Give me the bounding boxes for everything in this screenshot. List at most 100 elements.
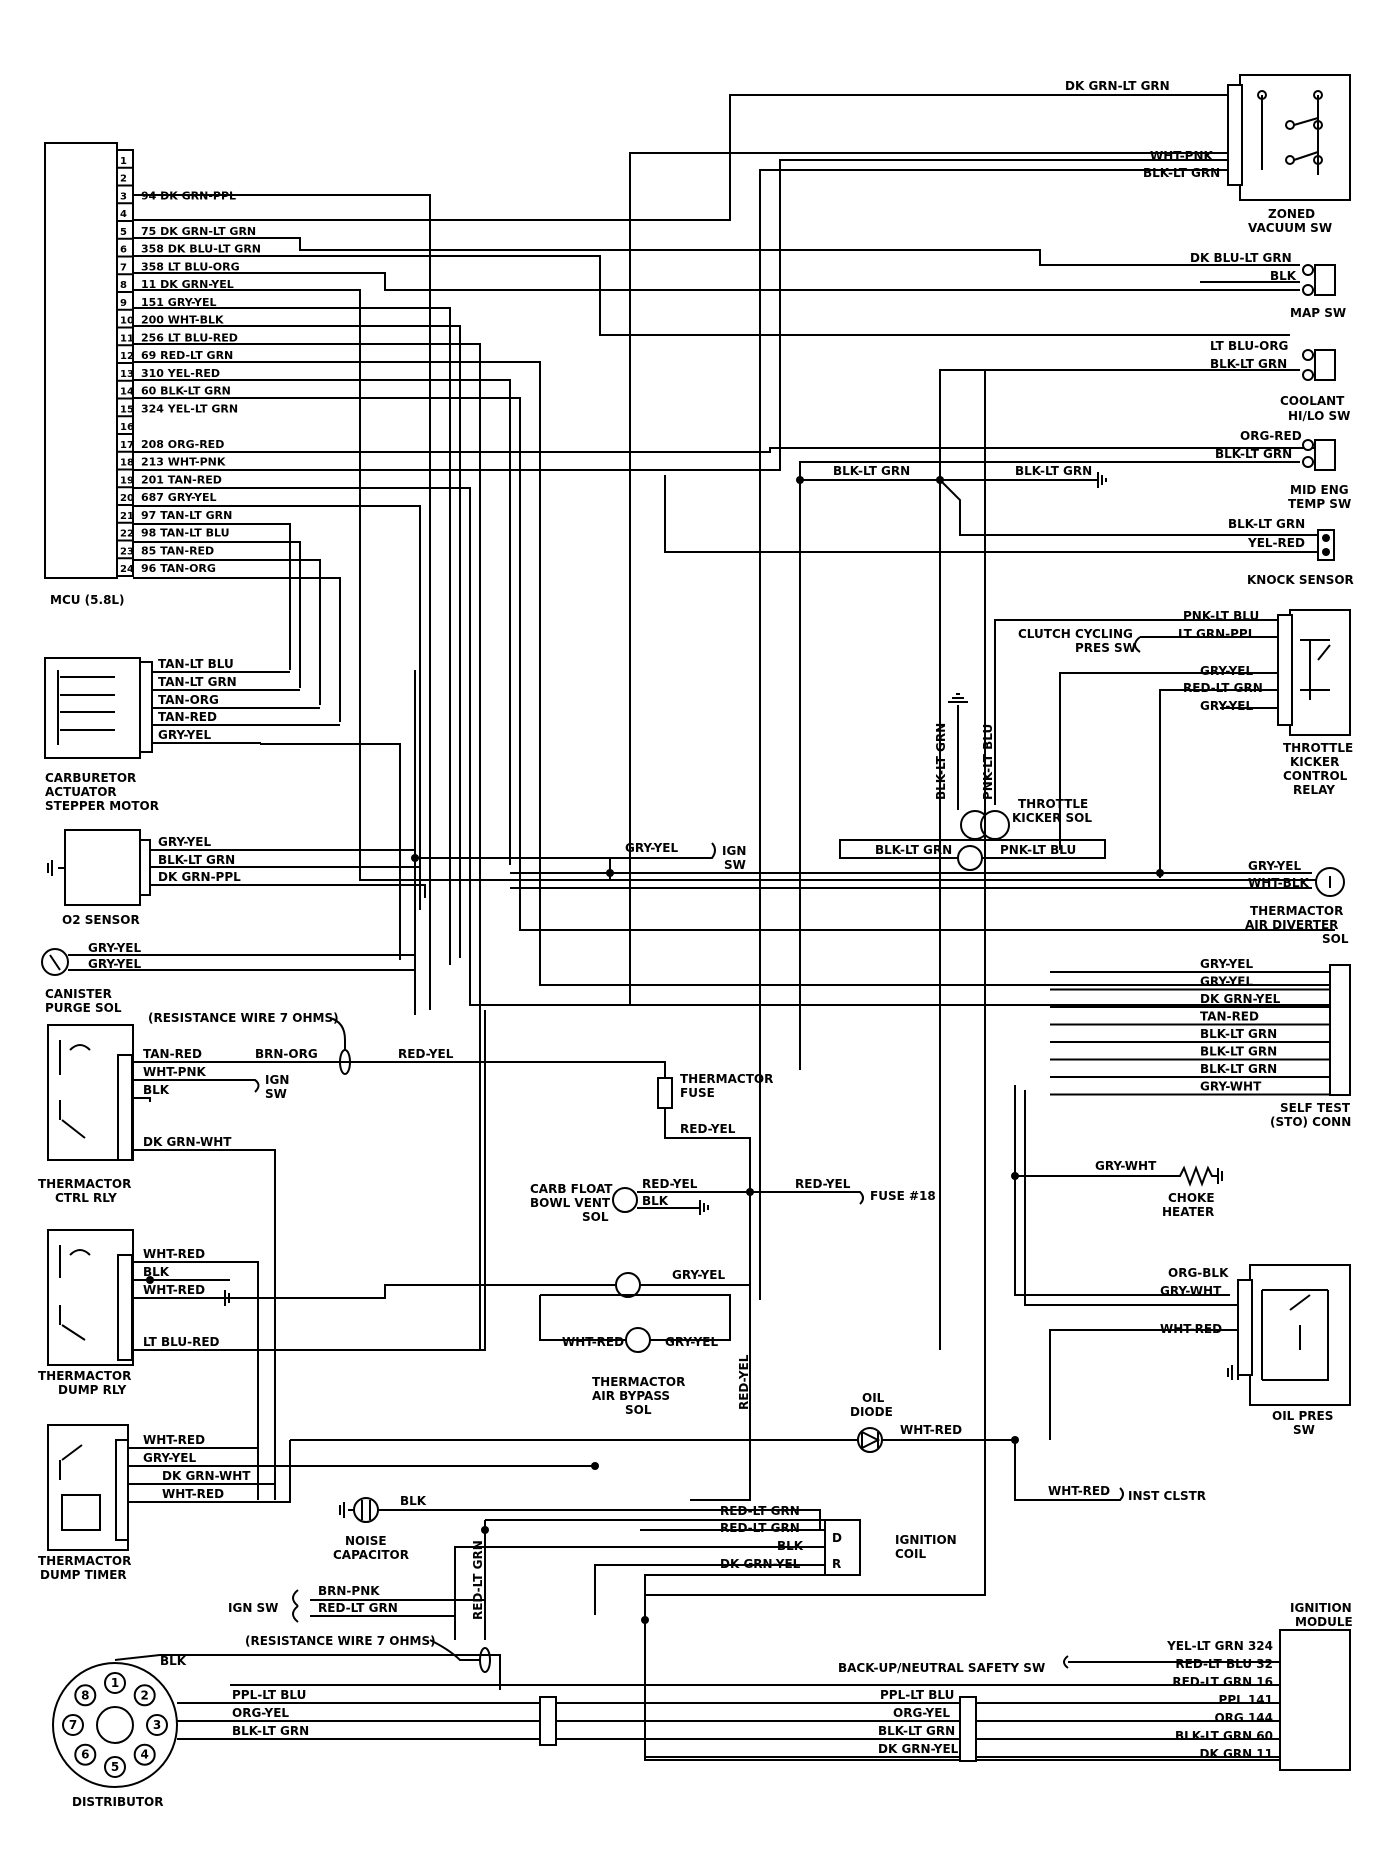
svg-text:HEATER: HEATER bbox=[1162, 1205, 1214, 1219]
svg-text:O2 SENSOR: O2 SENSOR bbox=[62, 913, 140, 927]
svg-text:IGNITION: IGNITION bbox=[1290, 1601, 1352, 1615]
svg-text:INST CLSTR: INST CLSTR bbox=[1128, 1489, 1206, 1503]
svg-text:GRY-YEL: GRY-YEL bbox=[1200, 699, 1253, 713]
svg-text:(STO) CONN: (STO) CONN bbox=[1270, 1115, 1351, 1129]
svg-text:VACUUM SW: VACUUM SW bbox=[1248, 221, 1332, 235]
mcu-wire-label: 256 LT BLU-RED bbox=[141, 331, 238, 344]
mcu-pin-number: 15 bbox=[120, 404, 134, 415]
svg-text:THERMACTOR: THERMACTOR bbox=[38, 1369, 131, 1383]
mcu-pin-number: 14 bbox=[120, 387, 134, 398]
resistance-lead-bottom bbox=[429, 1639, 485, 1661]
self-test-wire-label: DK GRN-YEL bbox=[1200, 992, 1281, 1006]
mcu-pin-number: 5 bbox=[120, 227, 127, 238]
mcu-wire-label: 687 GRY-YEL bbox=[141, 491, 216, 504]
svg-text:D: D bbox=[832, 1531, 842, 1545]
svg-text:BLK-LT GRN: BLK-LT GRN bbox=[934, 723, 948, 800]
mcu-pin-number: 10 bbox=[120, 316, 134, 327]
svg-text:RED-LT GRN: RED-LT GRN bbox=[1183, 681, 1263, 695]
svg-text:GRY-WHT: GRY-WHT bbox=[1160, 1284, 1222, 1298]
mcu-wire-label: 201 TAN-RED bbox=[141, 473, 222, 486]
mcu-wire-label: 69 RED-LT GRN bbox=[141, 349, 233, 362]
svg-text:COOLANT: COOLANT bbox=[1280, 394, 1345, 408]
self-test-wire-label: GRY-WHT bbox=[1200, 1080, 1262, 1094]
svg-text:THROTTLE: THROTTLE bbox=[1018, 797, 1088, 811]
throttle-kicker-relay: PNK-LT BLU LT GRN-PPL GRY-YEL RED-LT GRN… bbox=[994, 609, 1353, 878]
svg-text:WHT-RED: WHT-RED bbox=[143, 1283, 205, 1297]
wire-carb-gryyel bbox=[260, 743, 401, 960]
thermactor-ctrl-relay: TAN-RED BRN-ORG RED-YEL WHT-PNK BLK DK G… bbox=[38, 1024, 666, 1500]
distributor-pin-number: 5 bbox=[111, 1760, 119, 1774]
svg-text:DK GRN-LT GRN: DK GRN-LT GRN bbox=[1065, 79, 1170, 93]
distributor-pin bbox=[104, 1672, 126, 1694]
svg-text:IGN: IGN bbox=[265, 1073, 289, 1087]
svg-text:RED-LT GRN: RED-LT GRN bbox=[720, 1504, 800, 1518]
svg-text:ORG-BLK: ORG-BLK bbox=[1168, 1266, 1229, 1280]
wire-oil-pres-feed bbox=[1014, 1085, 1250, 1306]
self-test-wire-label: BLK-LT GRN bbox=[1200, 1062, 1277, 1076]
svg-text:FUSE #18: FUSE #18 bbox=[870, 1189, 936, 1203]
svg-text:OIL: OIL bbox=[862, 1391, 885, 1405]
svg-text:SW: SW bbox=[265, 1087, 287, 1101]
distributor-pin bbox=[74, 1743, 97, 1766]
mcu-pin-number: 1 bbox=[120, 156, 127, 167]
coolant-switch: LT BLU-ORG BLK-LT GRN COOLANT HI/LO SW bbox=[939, 339, 1350, 1350]
svg-text:DUMP TIMER: DUMP TIMER bbox=[40, 1568, 127, 1582]
mcu-wire-label: 85 TAN-RED bbox=[141, 544, 214, 557]
svg-text:IGNITION: IGNITION bbox=[895, 1533, 957, 1547]
mcu-wire-label: 60 BLK-LT GRN bbox=[141, 385, 231, 398]
svg-text:GRY-YEL: GRY-YEL bbox=[1200, 664, 1253, 678]
distributor-pin bbox=[133, 1743, 156, 1766]
svg-text:THERMACTOR: THERMACTOR bbox=[592, 1375, 685, 1389]
svg-text:HI/LO SW: HI/LO SW bbox=[1288, 409, 1350, 423]
svg-text:LT BLU-ORG: LT BLU-ORG bbox=[1210, 339, 1288, 353]
distributor-pin bbox=[104, 1756, 126, 1778]
svg-text:RED-YEL: RED-YEL bbox=[680, 1122, 736, 1136]
svg-text:SOL: SOL bbox=[582, 1210, 609, 1224]
svg-text:NOISE: NOISE bbox=[345, 1534, 387, 1548]
svg-text:OIL PRES: OIL PRES bbox=[1272, 1409, 1333, 1423]
distributor-pin-number: 3 bbox=[153, 1718, 161, 1732]
svg-text:DK GRN-YEL: DK GRN-YEL bbox=[878, 1742, 959, 1756]
carburetor-stepper-motor: TAN-LT BLU TAN-LT GRN TAN-ORG TAN-RED GR… bbox=[44, 657, 340, 813]
mcu-pin-number: 20 bbox=[120, 493, 134, 504]
svg-text:THROTTLE: THROTTLE bbox=[1283, 741, 1353, 755]
svg-text:SOL: SOL bbox=[625, 1403, 652, 1417]
svg-text:DK GRN-PPL: DK GRN-PPL bbox=[158, 870, 241, 884]
svg-text:TAN-ORG: TAN-ORG bbox=[158, 693, 219, 707]
wire-zoned-blk bbox=[759, 169, 1228, 1300]
oil-diode: WHT-RED OIL DIODE bbox=[290, 1391, 1019, 1453]
svg-text:DK GRN-WHT: DK GRN-WHT bbox=[162, 1469, 251, 1483]
svg-text:CONTROL: CONTROL bbox=[1283, 769, 1348, 783]
svg-text:WHT-RED: WHT-RED bbox=[1048, 1484, 1110, 1498]
svg-text:PPL-LT BLU: PPL-LT BLU bbox=[880, 1688, 954, 1702]
ign-switch-bottom: IGN SW BRN-PNK RED-LT GRN RED-LT GRN bbox=[228, 1540, 485, 1623]
svg-text:BLK: BLK bbox=[777, 1539, 804, 1553]
svg-text:PPL-LT BLU: PPL-LT BLU bbox=[232, 1688, 306, 1702]
thermactor-fuse: THERMACTOR FUSE RED-YEL bbox=[657, 1072, 773, 1501]
svg-text:CLUTCH CYCLING: CLUTCH CYCLING bbox=[1018, 627, 1133, 641]
mcu-pin-number: 7 bbox=[120, 262, 127, 273]
mcu-pin-number: 13 bbox=[120, 369, 134, 380]
mcu-wire-label: 98 TAN-LT BLU bbox=[141, 527, 230, 540]
choke-heater: GRY-WHT CHOKE HEATER bbox=[1011, 1159, 1223, 1219]
svg-text:PNK-LT BLU: PNK-LT BLU bbox=[981, 724, 995, 800]
ignition-module-wire-label: ORG 144 bbox=[1214, 1711, 1273, 1725]
map-switch: DK BLU-LT GRN BLK MAP SW bbox=[1190, 251, 1346, 320]
svg-text:RED-LT GRN: RED-LT GRN bbox=[720, 1521, 800, 1535]
inst-cluster-lead: WHT-RED INST CLSTR bbox=[1014, 1440, 1206, 1503]
svg-text:WHT-BLK: WHT-BLK bbox=[1248, 876, 1309, 890]
mcu-pin-number: 21 bbox=[120, 511, 134, 522]
svg-text:PURGE SOL: PURGE SOL bbox=[45, 1001, 122, 1015]
svg-text:GRY-YEL: GRY-YEL bbox=[143, 1451, 196, 1465]
svg-text:LT GRN-PPL: LT GRN-PPL bbox=[1178, 627, 1256, 641]
svg-text:TAN-RED: TAN-RED bbox=[158, 710, 217, 724]
mcu-wire-label: 96 TAN-ORG bbox=[141, 562, 216, 575]
mid-eng-temp-switch: ORG-RED BLK-LT GRN MID ENG TEMP SW bbox=[799, 429, 1351, 1070]
svg-text:BLK: BLK bbox=[143, 1083, 170, 1097]
mcu-wire-label: 358 DK BLU-LT GRN bbox=[141, 243, 261, 256]
svg-text:RED-YEL: RED-YEL bbox=[795, 1177, 851, 1191]
mcu-pin-number: 22 bbox=[120, 529, 134, 540]
